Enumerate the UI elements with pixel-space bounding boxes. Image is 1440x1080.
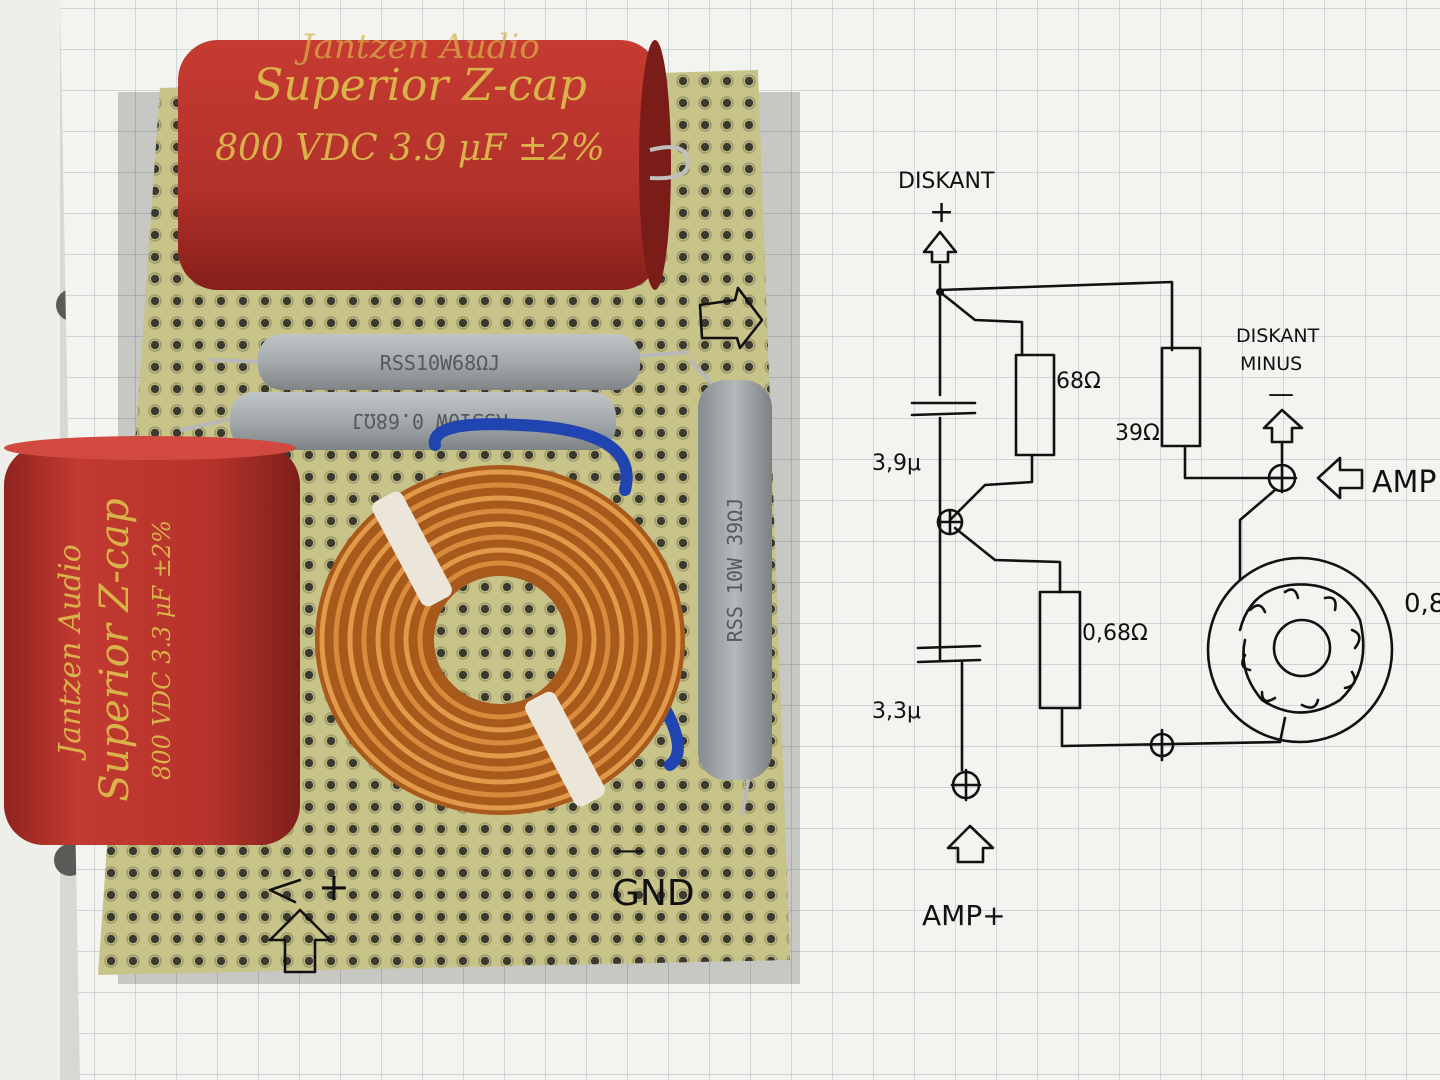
board-plus-mark: + [318, 865, 350, 909]
schematic: DISKANT + 3,9μ 68Ω 39Ω 0,68Ω 3,3μ [872, 169, 1440, 932]
cap-large-model: Superior Z-cap [253, 60, 587, 111]
capacitor-large: Jantzen Audio Superior Z-cap 800 VDC 3.9… [178, 27, 691, 290]
junction-dot [936, 288, 944, 296]
air-core-inductor [315, 465, 685, 815]
amp-plus-label: AMP+ [922, 899, 1006, 932]
cap-large-brand: Jantzen Audio [294, 27, 540, 67]
resistor-068-value: 0,68Ω [1082, 621, 1148, 646]
cap-39-label: 3,9μ [872, 451, 921, 476]
cap-small-brand: Jantzen Audio [53, 544, 88, 762]
resistor-39: RSS 10W 39ΩJ [688, 358, 772, 816]
diskant-minus-title-1: DISKANT [1236, 325, 1320, 347]
resistor-39-label: RSS 10W 39ΩJ [723, 498, 747, 643]
resistor-068-symbol [1038, 590, 1082, 710]
cap-33-label: 3,3μ [872, 699, 921, 724]
board-minus-mark: — [615, 833, 645, 868]
resistor-68-label: RSS10W68ΩJ [380, 351, 500, 375]
capacitor-small: Jantzen Audio Superior Z-cap 800 VDC 3.3… [4, 436, 300, 845]
diskant-minus-title-2: MINUS [1240, 353, 1302, 375]
resistor-68-symbol [1014, 353, 1056, 457]
diskant-plus-arrow [922, 230, 958, 264]
amp-minus-arrow [1316, 456, 1364, 500]
blue-wire-top [428, 418, 633, 496]
coil-symbol [1206, 556, 1394, 744]
resistor-39-value: 39Ω [1115, 421, 1160, 446]
cap-small-model: Superior Z-cap [92, 498, 138, 801]
diskant-minus-arrow [1262, 408, 1304, 444]
cap-small-rating: 800 VDC 3.3 μF ±2% [148, 520, 176, 780]
board-gnd-label: GND [612, 873, 695, 914]
cap-33-symbol [916, 644, 982, 664]
resistor-068: RSS10W 0.68ΩJ [179, 392, 616, 450]
amp-minus-label: AMP [1372, 465, 1437, 500]
resistor-39-symbol [1160, 346, 1202, 448]
diskant-minus-sign: — [1268, 379, 1294, 409]
board-annotations: + — GND [268, 286, 764, 974]
resistor-68: RSS10W68ΩJ [209, 334, 691, 390]
diskant-plus-title: DISKANT [898, 169, 995, 194]
cap-39-symbol [910, 401, 977, 417]
resistor-68-value: 68Ω [1056, 369, 1101, 394]
amp-plus-arrow [946, 824, 995, 864]
diskant-plus-sign: + [929, 195, 954, 230]
coil-value: 0,8 [1404, 589, 1440, 619]
cap-large-rating: 800 VDC 3.9 μF ±2% [215, 128, 605, 169]
